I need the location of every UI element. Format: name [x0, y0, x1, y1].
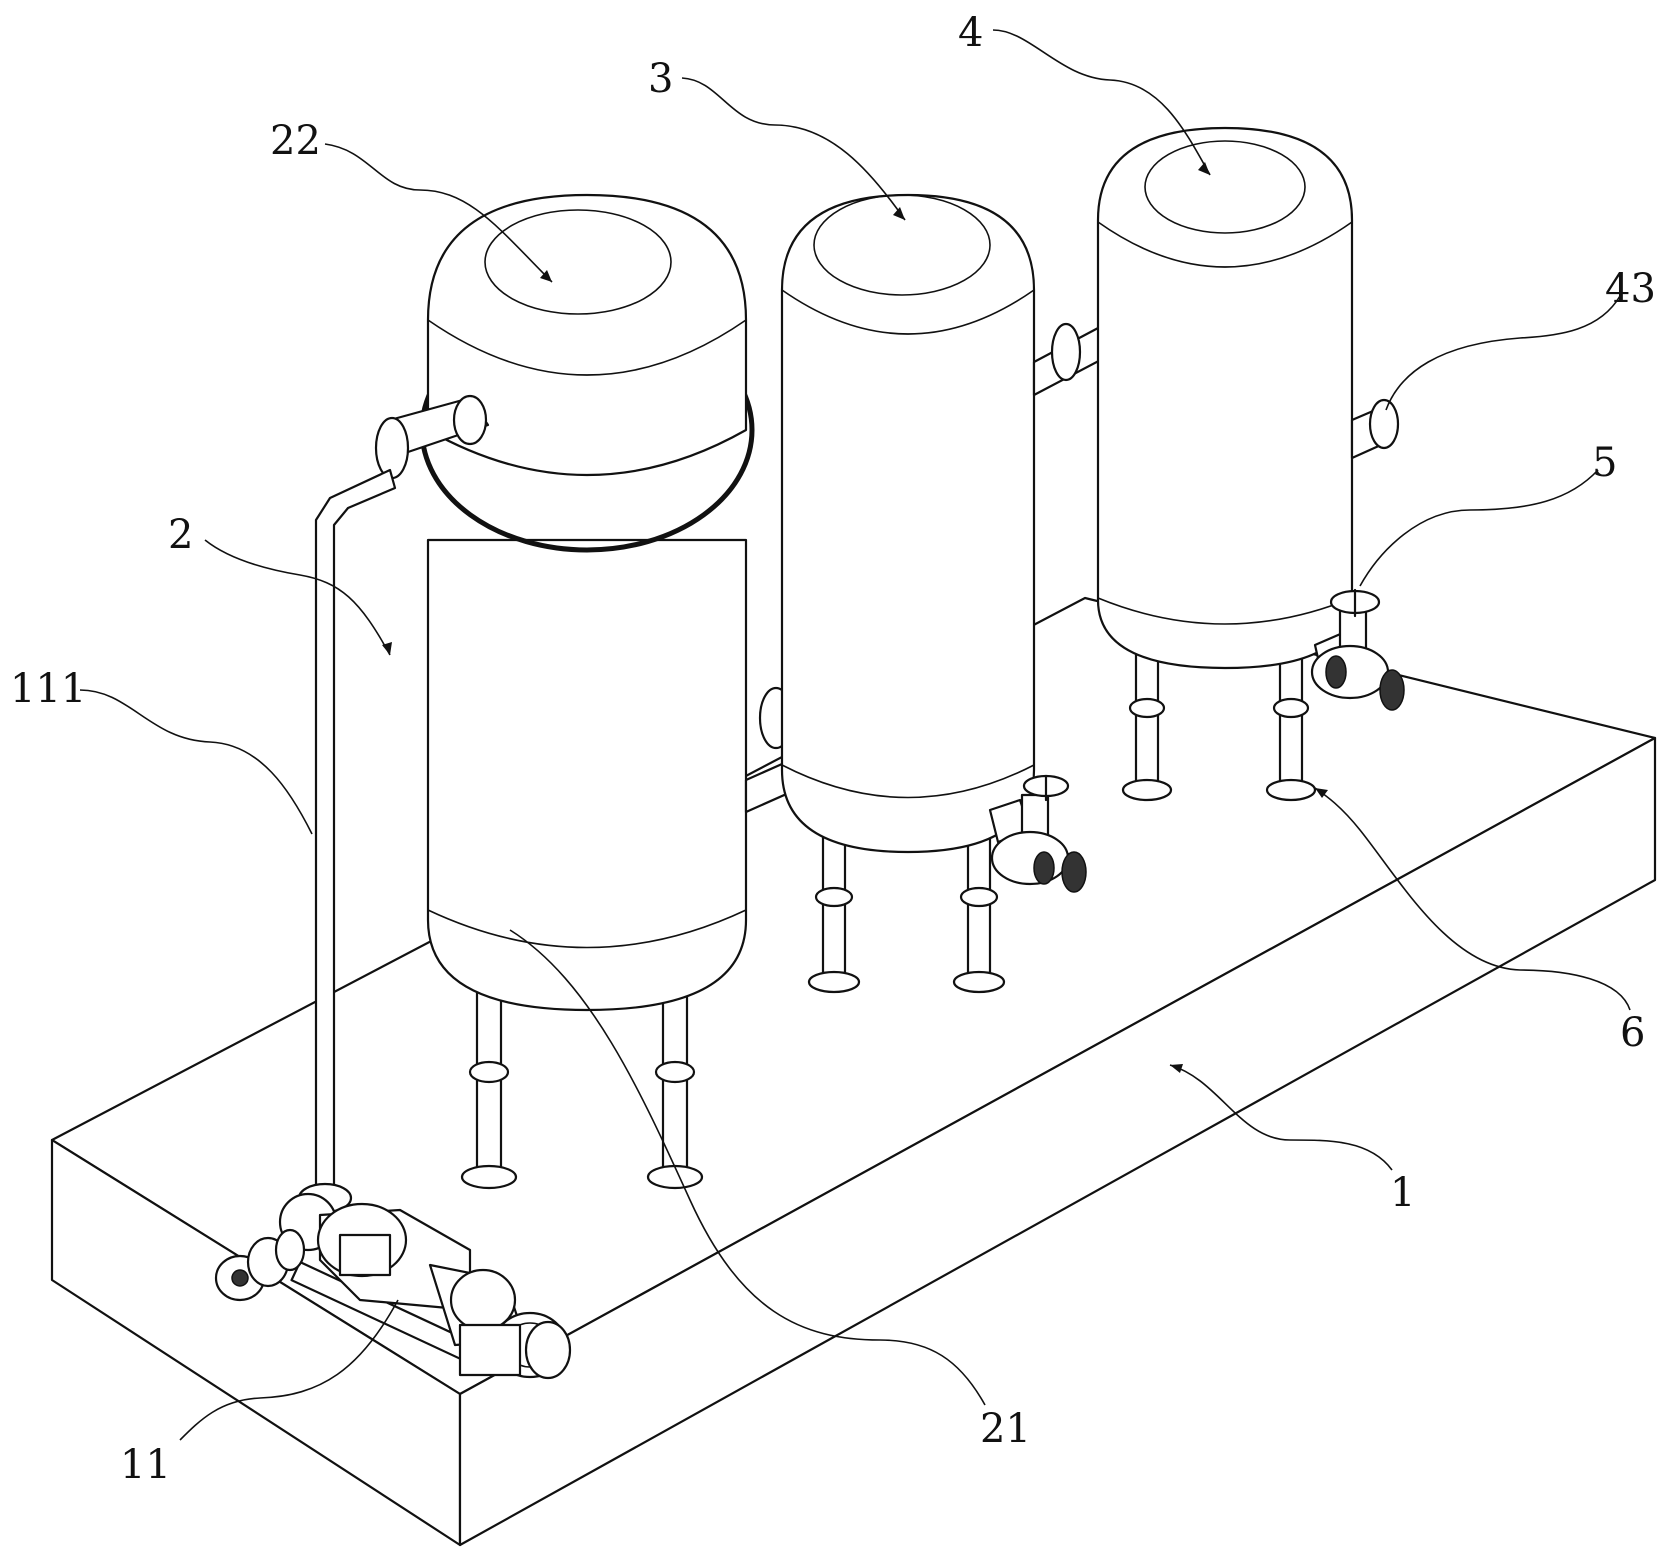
vessel-4-valve — [1310, 588, 1405, 711]
vessel-2-inlet-pipe — [314, 394, 490, 1197]
label-22: 22 — [270, 118, 321, 164]
label-43: 43 — [1605, 266, 1656, 312]
vessel-3-legs — [807, 828, 1006, 994]
leader-lines — [79, 29, 1631, 1441]
base-platform — [50, 596, 1657, 1547]
label-1: 1 — [1390, 1170, 1415, 1216]
label-2: 2 — [168, 512, 193, 558]
part-labels: 22 3 4 43 5 2 111 6 1 21 11 — [10, 10, 1656, 1488]
label-5: 5 — [1592, 440, 1617, 486]
vessel-4-outlet-nozzle — [1350, 398, 1400, 460]
vessel-2-legs — [460, 983, 704, 1190]
vessel-2 — [314, 193, 755, 1197]
label-6: 6 — [1620, 1010, 1645, 1056]
label-4: 4 — [958, 10, 983, 56]
vessel-3-valve — [988, 774, 1087, 893]
vessel-4-legs — [1121, 638, 1317, 802]
label-11: 11 — [120, 1442, 171, 1488]
pump-assembly — [214, 1182, 572, 1380]
vessel-4 — [1096, 126, 1405, 802]
label-111: 111 — [10, 666, 86, 712]
vessel-3 — [780, 193, 1087, 994]
label-21: 21 — [980, 1406, 1031, 1452]
label-3: 3 — [648, 56, 673, 102]
